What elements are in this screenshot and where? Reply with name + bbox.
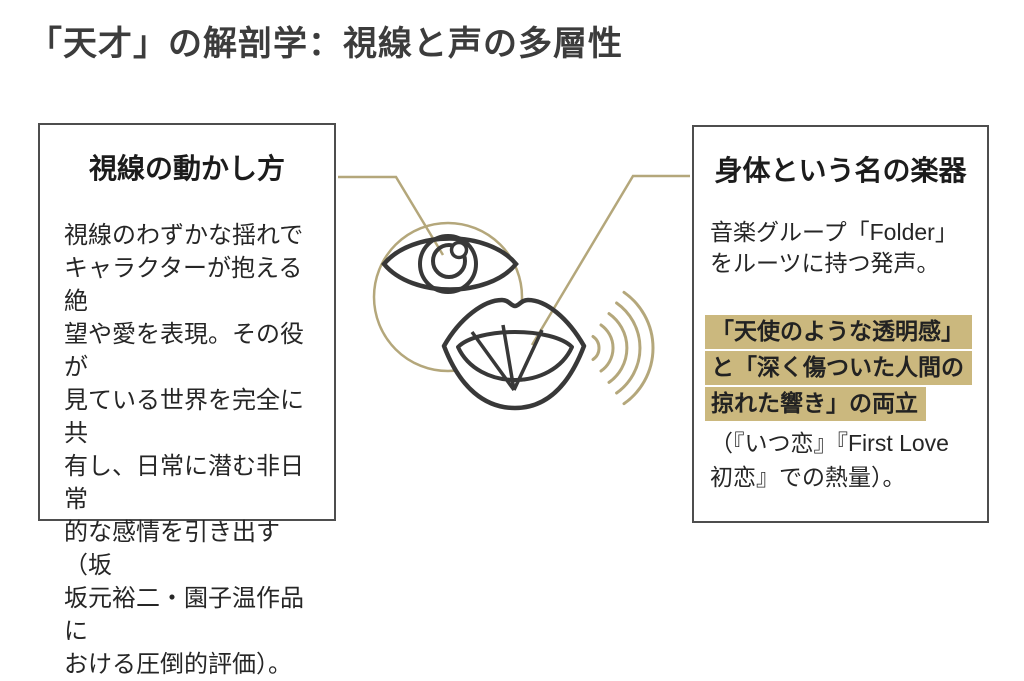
body-line: キャラクターが抱える絶 bbox=[64, 255, 303, 315]
lips-fill bbox=[444, 300, 584, 408]
highlight-line: 掠れた響き」の両立 bbox=[705, 387, 983, 423]
connector-right bbox=[530, 174, 690, 346]
body-line: 的な感情を引き出す（坂 bbox=[64, 519, 280, 579]
gold-circle bbox=[372, 221, 524, 373]
right-card-outro: （『いつ恋』『First Love 初恋』での熱量）。 bbox=[710, 426, 981, 494]
body-line: 見ている世界を完全に共 bbox=[64, 387, 304, 447]
highlight-line: 「天使のような透明感」 bbox=[705, 315, 983, 351]
lips-icon bbox=[441, 297, 587, 411]
body-line: （『いつ恋』『First Love bbox=[710, 430, 949, 456]
body-line: 有し、日常に潜む非日常 bbox=[64, 453, 304, 513]
body-line: 音楽グループ「Folder」 bbox=[710, 219, 958, 245]
left-card-body: 視線のわずかな揺れで キャラクターが抱える絶 望や愛を表現。その役が 見ている世… bbox=[64, 219, 322, 681]
pupil bbox=[431, 243, 467, 279]
body-line: 視線のわずかな揺れで bbox=[64, 222, 304, 249]
body-line: おける圧倒的評価）。 bbox=[64, 651, 292, 678]
body-line: 初恋』での熱量）。 bbox=[710, 464, 906, 490]
eye-and-voice-illustration bbox=[338, 174, 690, 411]
body-line: 坂元裕二・園子温作品に bbox=[64, 585, 304, 645]
inner-mouth bbox=[456, 330, 574, 382]
eye-icon bbox=[381, 234, 519, 294]
right-card: 身体という名の楽器 音楽グループ「Folder」 をルーツに持つ発声。 「天使の… bbox=[692, 125, 989, 523]
right-card-intro: 音楽グループ「Folder」 をルーツに持つ発声。 bbox=[710, 217, 981, 279]
body-line: 望や愛を表現。その役が bbox=[64, 321, 304, 381]
highlight-line: と「深く傷ついた人間の bbox=[705, 351, 983, 387]
pupil-highlight bbox=[449, 240, 469, 260]
highlighted-text: 「天使のような透明感」 と「深く傷ついた人間の 掠れた響き」の両立 bbox=[705, 315, 983, 423]
left-card-heading: 視線の動かし方 bbox=[88, 153, 285, 184]
right-card-heading: 身体という名の楽器 bbox=[714, 155, 967, 186]
vocal-fan-lines bbox=[470, 324, 544, 392]
eye-fill bbox=[384, 238, 516, 290]
left-card: 視線の動かし方 視線のわずかな揺れで キャラクターが抱える絶 望や愛を表現。その… bbox=[38, 123, 336, 678]
sound-waves-icon bbox=[591, 290, 655, 406]
body-line: をルーツに持つ発声。 bbox=[710, 250, 940, 276]
iris bbox=[418, 234, 478, 294]
connector-left bbox=[338, 175, 445, 256]
page-title: 「天才」の解剖学：視線と声の多層性 bbox=[28, 24, 623, 64]
